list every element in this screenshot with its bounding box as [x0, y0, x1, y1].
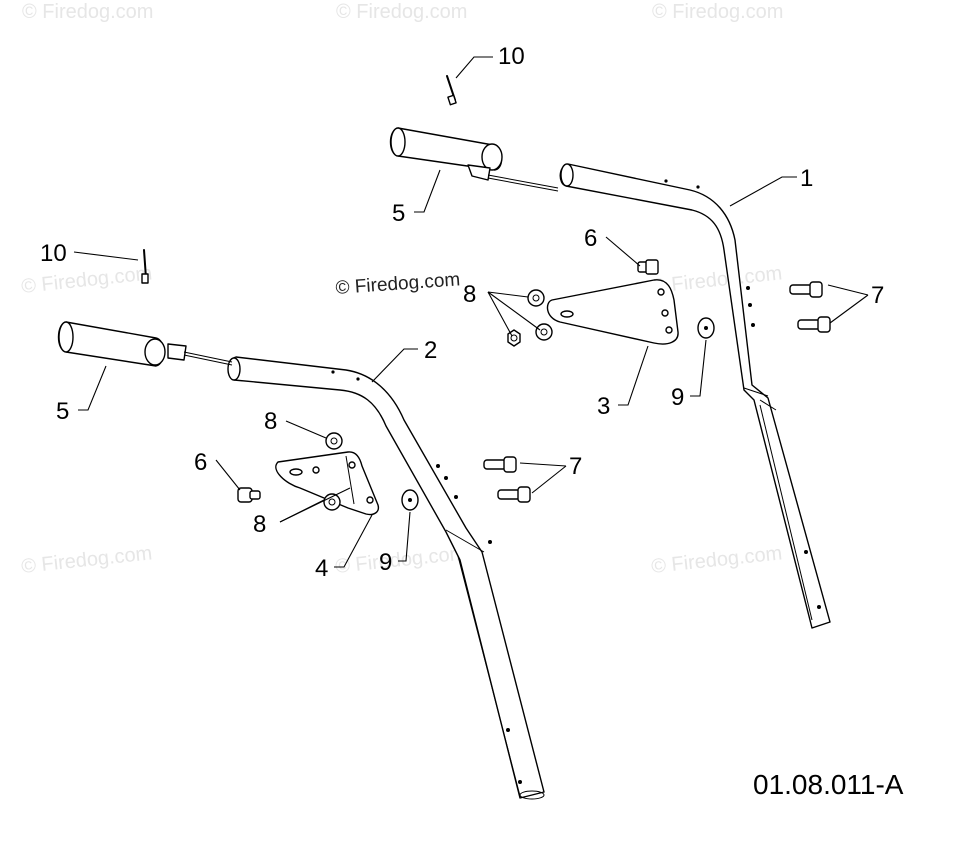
- nut-part-8-right-a: [527, 289, 545, 307]
- pin-part-10-right: [446, 75, 457, 106]
- callout-7-right: 7: [871, 282, 884, 309]
- callout-6-left: 6: [194, 449, 207, 476]
- bolt-part-6-right: [637, 259, 659, 275]
- watermark-top-center: © Firedog.com: [336, 1, 467, 23]
- nut-part-8-left-a: [325, 432, 343, 450]
- bracket-part-3: [546, 279, 679, 345]
- bracket-part-4: [275, 451, 380, 516]
- callout-2: 2: [424, 337, 437, 364]
- pin-part-10-left: [141, 249, 149, 284]
- callout-5-right: 5: [392, 200, 405, 227]
- bolt-part-6-left: [237, 487, 261, 503]
- callout-8-right: 8: [463, 281, 476, 308]
- watermark-top-right: © Firedog.com: [652, 1, 783, 23]
- callout-8-left-top: 8: [264, 408, 277, 435]
- callout-3: 3: [597, 393, 610, 420]
- callout-9-right: 9: [671, 384, 684, 411]
- diagram-code: 01.08.011-A: [753, 769, 904, 800]
- grip-part-5-right: [389, 127, 559, 192]
- washer-part-9-left: [401, 489, 419, 511]
- grip-part-5-left: [57, 321, 233, 367]
- watermark-bottom-right: © Firedog.com: [650, 542, 783, 578]
- washer-part-9-right: [697, 317, 715, 339]
- callout-8-left-bottom: 8: [253, 511, 266, 538]
- nut-part-8-right-b: [535, 323, 553, 341]
- bolt-part-7-right-b: [797, 316, 831, 333]
- callout-1: 1: [800, 165, 813, 192]
- handle-tube-part-2: [227, 356, 545, 800]
- callout-7-left: 7: [569, 453, 582, 480]
- bolt-part-7-left-a: [483, 456, 517, 473]
- bolt-part-7-left-b: [497, 486, 531, 503]
- handle-tube-part-1: [559, 163, 831, 629]
- watermark-bottom-left: © Firedog.com: [20, 542, 153, 578]
- bolt-part-7-right-a: [789, 281, 823, 298]
- callout-9-left: 9: [379, 549, 392, 576]
- leader-lines: [73, 56, 869, 568]
- watermark-top-left: © Firedog.com: [22, 1, 153, 23]
- callout-6-right: 6: [584, 225, 597, 252]
- watermark-center: © Firedog.com: [335, 269, 461, 299]
- watermark-mid-left: © Firedog.com: [20, 262, 153, 298]
- nut-part-8-left-b: [323, 493, 341, 511]
- callout-4: 4: [315, 555, 328, 582]
- callout-10-left: 10: [40, 240, 67, 267]
- callout-10-right: 10: [498, 43, 525, 70]
- callout-5-left: 5: [56, 398, 69, 425]
